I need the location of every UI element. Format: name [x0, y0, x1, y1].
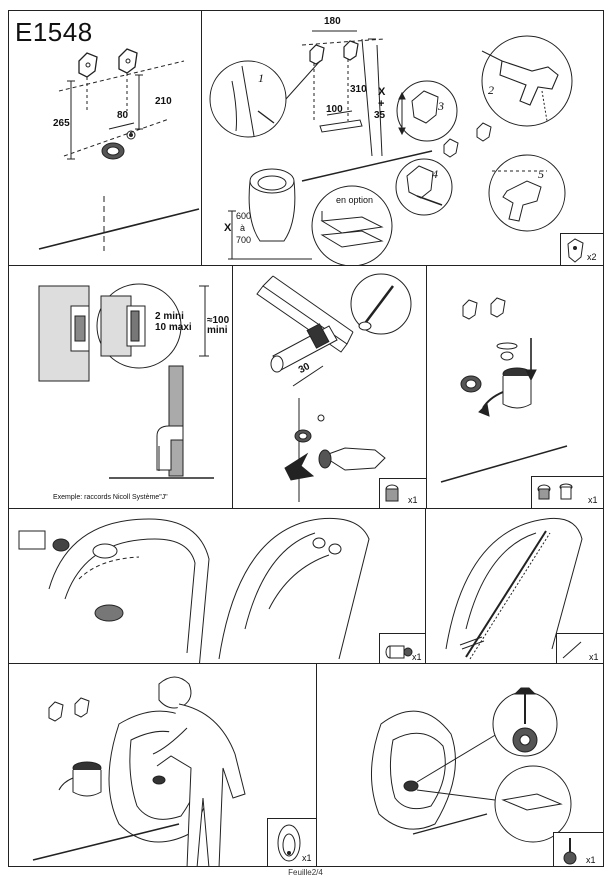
- page-footer: Feuille2/4: [288, 868, 323, 877]
- qty-siphon: x1: [588, 495, 598, 505]
- step-2: 2: [488, 83, 494, 97]
- dim-80: 80: [117, 110, 129, 121]
- screw-fixing-illustration: [371, 687, 572, 843]
- panel-wall-marking: E1548 265 80 210: [8, 10, 202, 266]
- panel-screw-fixing: x1: [316, 663, 604, 867]
- dim-x: X: [378, 86, 386, 98]
- dim-100: 100: [326, 104, 343, 115]
- qty-box-brackets: x2: [560, 233, 603, 265]
- panel-pipe-cut: 30 x1: [232, 265, 427, 509]
- panel-flush-pipe: x1: [425, 508, 604, 664]
- step-3: 3: [438, 99, 444, 113]
- qty-box-flush-pipe: x1: [556, 633, 603, 663]
- nicoll-caption: Exemple: raccords Nicoll Système"J": [53, 494, 168, 501]
- panel-drain-connection: 2 mini 10 maxi ≈100 mini Exemple: raccor…: [8, 265, 233, 509]
- bracket-install-illustration: [209, 30, 573, 265]
- flush-pipe-illustration: [445, 517, 583, 660]
- siphon-assembly-illustration: [440, 297, 568, 483]
- panel-urinal-back-connection: x1: [8, 508, 426, 664]
- qty-urinal: x1: [302, 853, 312, 863]
- qty-brackets: x2: [587, 252, 597, 262]
- dim-265: 265: [53, 118, 70, 129]
- screw-icon: [563, 838, 577, 865]
- qty-connector: x1: [412, 652, 422, 662]
- qty-box-siphon: x1: [531, 476, 603, 508]
- dim-600: 600: [236, 211, 252, 221]
- urinal-icon: [277, 824, 301, 862]
- panel-mount-urinal: x1: [8, 663, 317, 867]
- qty-box-adapter: x1: [379, 478, 426, 508]
- approx-100-label: ≈100: [207, 315, 230, 326]
- maxi-10-label: 10 maxi: [155, 322, 192, 333]
- qty-flush-pipe: x1: [589, 652, 599, 662]
- dim-180: 180: [324, 16, 341, 27]
- dim-plus: +: [378, 98, 385, 110]
- dim-a: à: [240, 223, 246, 233]
- qty-adapter: x1: [408, 495, 418, 505]
- drain-connection-illustration: [38, 283, 214, 479]
- dim-310: 310: [350, 84, 367, 95]
- pipe-cut-illustration: [256, 273, 412, 502]
- panel-siphon-assembly: x1: [426, 265, 604, 509]
- mini-2-label: 2 mini: [155, 311, 184, 322]
- flush-pipe-icon: [562, 641, 582, 659]
- dim-700: 700: [236, 235, 252, 245]
- bracket-icon: [567, 238, 584, 263]
- adapter-icon: [385, 484, 399, 502]
- dim-x-range: X: [224, 222, 232, 234]
- siphon-kit-icon: [537, 483, 573, 500]
- qty-box-screw: x1: [553, 832, 603, 866]
- step-1: 1: [258, 71, 264, 85]
- dim-210: 210: [155, 96, 172, 107]
- wall-marking-illustration: [38, 48, 200, 251]
- step-4: 4: [432, 167, 438, 181]
- qty-box-connector: x1: [379, 633, 425, 663]
- page-title: E1548: [15, 17, 93, 47]
- step-5: 5: [538, 167, 544, 181]
- connector-icon: [385, 645, 413, 659]
- mount-urinal-illustration: [32, 676, 246, 866]
- qty-screw: x1: [586, 855, 596, 865]
- qty-box-urinal: x1: [267, 818, 316, 866]
- urinal-back-illustration: [18, 517, 370, 663]
- mini-label: mini: [207, 325, 228, 336]
- panel-bracket-install: 180 310 X + 35 100 600 X à 700 en option…: [201, 10, 604, 266]
- option-label: en option: [336, 195, 374, 205]
- dim-35: 35: [374, 110, 386, 121]
